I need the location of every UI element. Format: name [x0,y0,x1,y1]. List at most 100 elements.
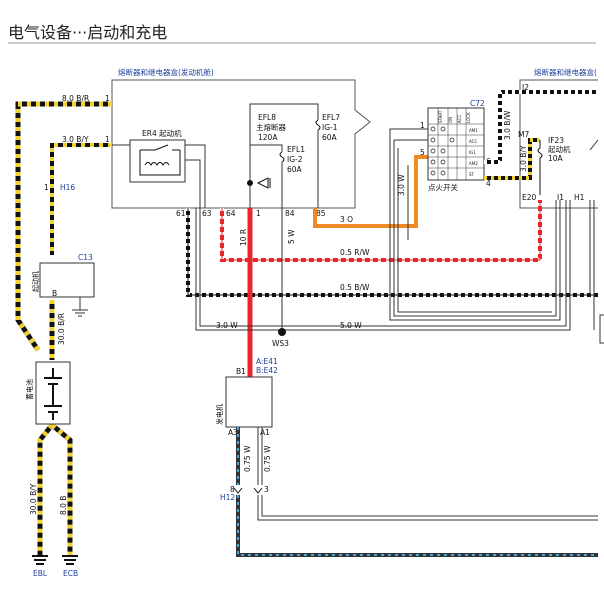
ignition-grid [428,108,484,180]
connector-ecb: ECB [63,569,78,578]
fuse-efl1-symbol [279,151,285,163]
pin-4-c72: 4 [486,179,491,188]
label-3-0-by-right: 3.0 B/Y [519,145,528,172]
pin-a1: A1 [260,428,270,437]
fuse-bus-line [249,103,319,110]
ignition-col-start: START [438,110,443,123]
wire-3-0-bw [484,90,598,164]
fuse-efl1-rating: 60A [287,165,303,174]
pin-85: 85 [316,209,326,218]
label-5-w: 5 W [287,229,296,244]
wire-05-rw [220,200,542,262]
ignition-row-st: ST [469,172,475,177]
wire-8-0-br [15,101,112,352]
label-5-0-w: 5.0 W [340,321,362,330]
fuse-efl7-rating: 60A [322,133,338,142]
connector-ebl: EBL [33,569,48,578]
pin-61: 61 [176,209,186,218]
fuse-efl1-name: IG-2 [287,155,303,164]
wire-3-0-w-left-2 [199,208,282,327]
label-3-0-by-top: 3.0 B/Y [62,135,89,144]
ignition-switch-label: 点火开关 [428,182,458,192]
fuse-efl8-rating: 120A [258,133,278,142]
wire-3-0-by-right [484,138,540,180]
fuse-efl7: EFL7 [322,113,340,122]
connector-h12-symbol [233,487,263,494]
label-3-0-bw: 3.0 B/W [503,110,512,140]
wire-0-75-w-right [257,427,598,521]
wire-5-0-w-2 [282,200,567,327]
right-edge-wires [589,139,599,330]
ignition-row-am1: AM1 [469,128,478,133]
ignition-wire-1 [389,128,428,140]
fuse-efl1-wire [250,144,283,208]
relay-er4-box [129,139,186,183]
connector-a-e41: A:E41 [256,357,278,366]
fuse-efl8: EFL8 [258,113,276,122]
pin-b: B [52,289,57,298]
ground-ecb [62,555,78,565]
pin-1-efl: 1 [256,209,261,218]
label-3-o: 3 O [340,215,353,224]
splice-ws3 [278,328,286,336]
battery-label: 蓄电池 [25,379,34,400]
fuse-if23: IF23 [548,136,564,145]
fuse-box-left-outline [111,79,371,209]
label-8-0-br: 8.0 B/R [62,94,89,103]
ignition-col-on: ON [448,117,453,123]
wire-3-0-by-top [50,143,112,255]
relay-er4-label: ER4 起动机 [142,128,182,138]
fuse-box-right-outline [519,79,598,209]
pin-8: 8 [230,485,235,494]
wire-3-0-w-left [195,208,282,331]
relay-coil [144,162,170,166]
label-30-0-by: 30.0 B/Y [29,483,38,515]
wire-05-bw [186,208,598,297]
connector-i2: I2 [522,83,529,92]
label-3-0-w-vert: 3.0 W [397,174,406,196]
wire-5-0-w [282,200,571,331]
pin-1-mid: 1 [105,135,110,144]
ignition-col-lock: LOCK [466,112,471,123]
connector-c72: C72 [470,99,485,108]
connector-b-e42: B:E42 [256,366,278,375]
connector-e20: E20 [522,193,537,202]
starter-label: 起动机 [31,271,40,292]
pin-b1: B1 [236,367,246,376]
pin-63: 63 [202,209,212,218]
fuse-efl7-symbol [315,119,321,131]
pin-3: 3 [264,485,269,494]
ignition-row-acc: ACC [469,139,477,144]
label-0-75-w-right: 0.75 W [263,445,272,472]
pin-5-c72: 5 [420,148,425,157]
pin-64: 64 [226,209,236,218]
fuse-efl8-name: 主熔断器 [256,122,286,132]
ignition-switch-box [427,107,485,181]
fuse-if23-symbol [537,140,543,195]
label-05-bw: 0.5 B/W [340,283,370,292]
wire-30-0-by [37,423,54,555]
fuse-box-right-label: 熔断器和继电器盒( [534,67,597,77]
relay-switch [139,144,181,176]
battery-symbol [44,368,62,420]
connector-i1: I1 [557,193,564,202]
generator-box [225,376,273,428]
relay-internal-lines [112,144,206,208]
fuse-efl7-name: IG-1 [322,123,338,132]
ignition-row-am2: AM2 [469,161,478,166]
connector-c13: C13 [78,253,93,262]
ignition-col-acc: ACC [457,115,462,123]
ignition-row-ig1: IG1 [469,150,476,155]
wire-0-75-w-left [236,427,598,557]
fuse-if23-name: 起动机 [548,144,571,154]
wire-8-0-b [50,423,73,555]
label-10-r: 10 R [239,229,248,246]
pin-a3: A3 [228,428,238,437]
wire-bundle-right [389,140,561,321]
label-30-0-br: 30.0 B/R [57,313,66,345]
right-edge-box [599,314,604,344]
ground-ebl [32,555,48,565]
diode-symbol [256,177,271,189]
fuse-if23-rating: 10A [548,154,564,163]
